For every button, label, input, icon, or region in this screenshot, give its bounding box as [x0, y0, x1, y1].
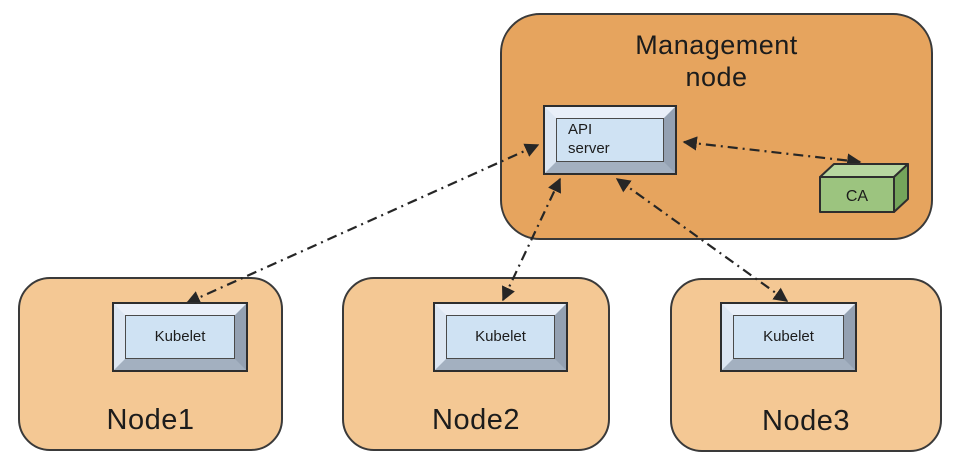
- worker-node-2-label: Node2: [432, 404, 520, 436]
- worker-node-3-label: Node3: [762, 405, 850, 437]
- kubelet2-label: Kubelet: [446, 315, 555, 359]
- kubelet2-bevel-frame: Kubelet: [435, 304, 566, 370]
- kubelet1-bevel-frame: Kubelet: [114, 304, 246, 370]
- worker-node-1-label: Node1: [106, 404, 195, 436]
- kubelet-box-node1: Kubelet: [112, 302, 248, 372]
- kubelet1-label: Kubelet: [125, 315, 235, 359]
- api-server-label: API server: [556, 118, 664, 162]
- kubelet-box-node3: Kubelet: [720, 302, 857, 372]
- api-server-bevel-frame: API server: [545, 107, 675, 173]
- kubelet3-bevel-frame: Kubelet: [722, 304, 855, 370]
- management-node-label: Management node: [635, 30, 798, 93]
- kubelet3-label: Kubelet: [733, 315, 844, 359]
- api-server-box: API server: [543, 105, 677, 175]
- kubelet-box-node2: Kubelet: [433, 302, 568, 372]
